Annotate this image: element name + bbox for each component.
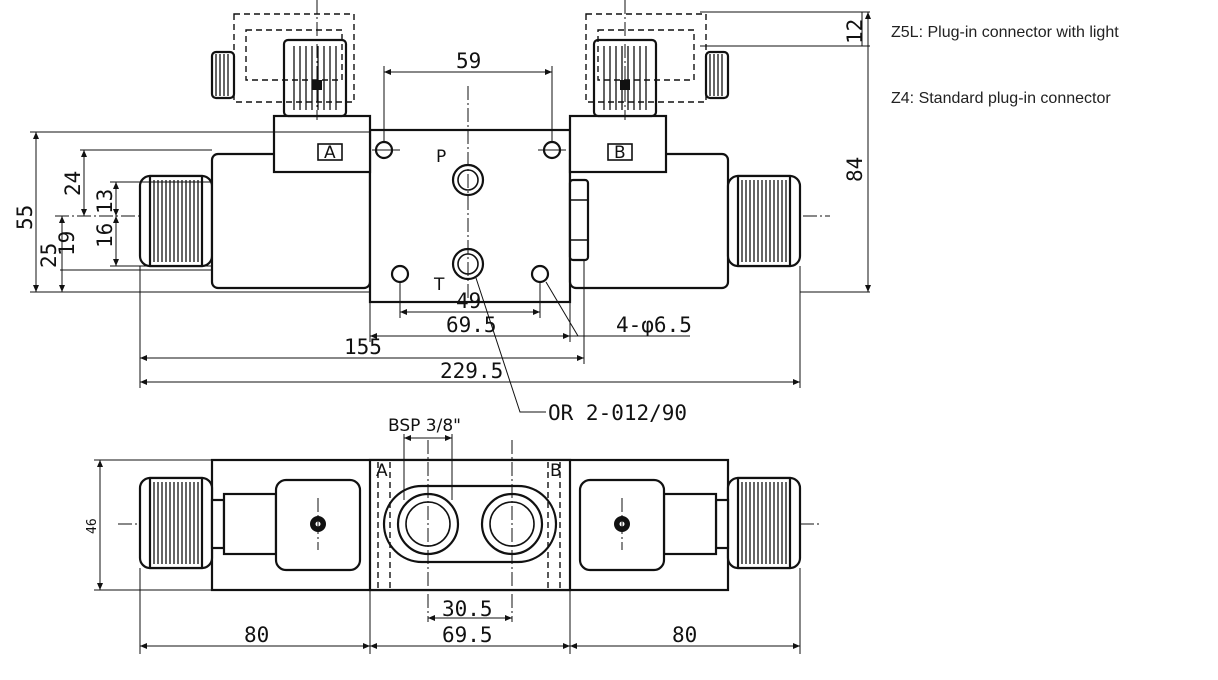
port-a-label: A [324, 143, 336, 163]
right-connector: B [568, 0, 730, 174]
dim-24: 24 [61, 171, 85, 196]
port-size-label: BSP 3/8" [388, 416, 461, 436]
legend-z5l: Z5L: Plug-in connector with light [891, 24, 1119, 41]
bottom-port-b: B [550, 461, 562, 481]
dim-69-5-bottom: 69.5 [442, 623, 493, 647]
dim-holes: 4-φ6.5 [616, 313, 692, 337]
dim-16: 16 [93, 223, 117, 248]
dim-55: 55 [13, 205, 37, 230]
dim-155: 155 [344, 335, 382, 359]
dim-84: 84 [843, 157, 867, 182]
legend-z4: Z4: Standard plug-in connector [891, 90, 1111, 107]
oring-label: OR 2-012/90 [548, 401, 687, 425]
dim-49: 49 [456, 289, 481, 313]
dim-59: 59 [456, 49, 481, 73]
dim-80-right: 80 [672, 623, 697, 647]
port-p-label: P [436, 147, 446, 167]
dim-229-5: 229.5 [440, 359, 503, 383]
port-b-label: B [614, 143, 626, 163]
port-t-label: T [433, 275, 445, 295]
top-view: A B [13, 0, 871, 425]
dim-19: 19 [55, 231, 79, 256]
right-end-cap [726, 174, 802, 268]
bottom-view: A B BSP 3/8" 46 30.5 80 69.5 80 [85, 416, 820, 654]
dim-80-left: 80 [244, 623, 269, 647]
port-holes [372, 86, 566, 300]
dim-12: 12 [843, 19, 867, 44]
dim-46: 46 [85, 518, 100, 534]
left-end-cap [138, 174, 214, 268]
valve-block [368, 128, 572, 304]
left-solenoid [210, 152, 372, 290]
dim-13: 13 [93, 189, 117, 214]
dim-25: 25 [37, 243, 61, 268]
right-solenoid [568, 152, 730, 290]
dim-69-5-top: 69.5 [446, 313, 497, 337]
bottom-port-a: A [376, 461, 388, 481]
left-connector: A [210, 0, 372, 174]
dim-30-5: 30.5 [442, 597, 493, 621]
